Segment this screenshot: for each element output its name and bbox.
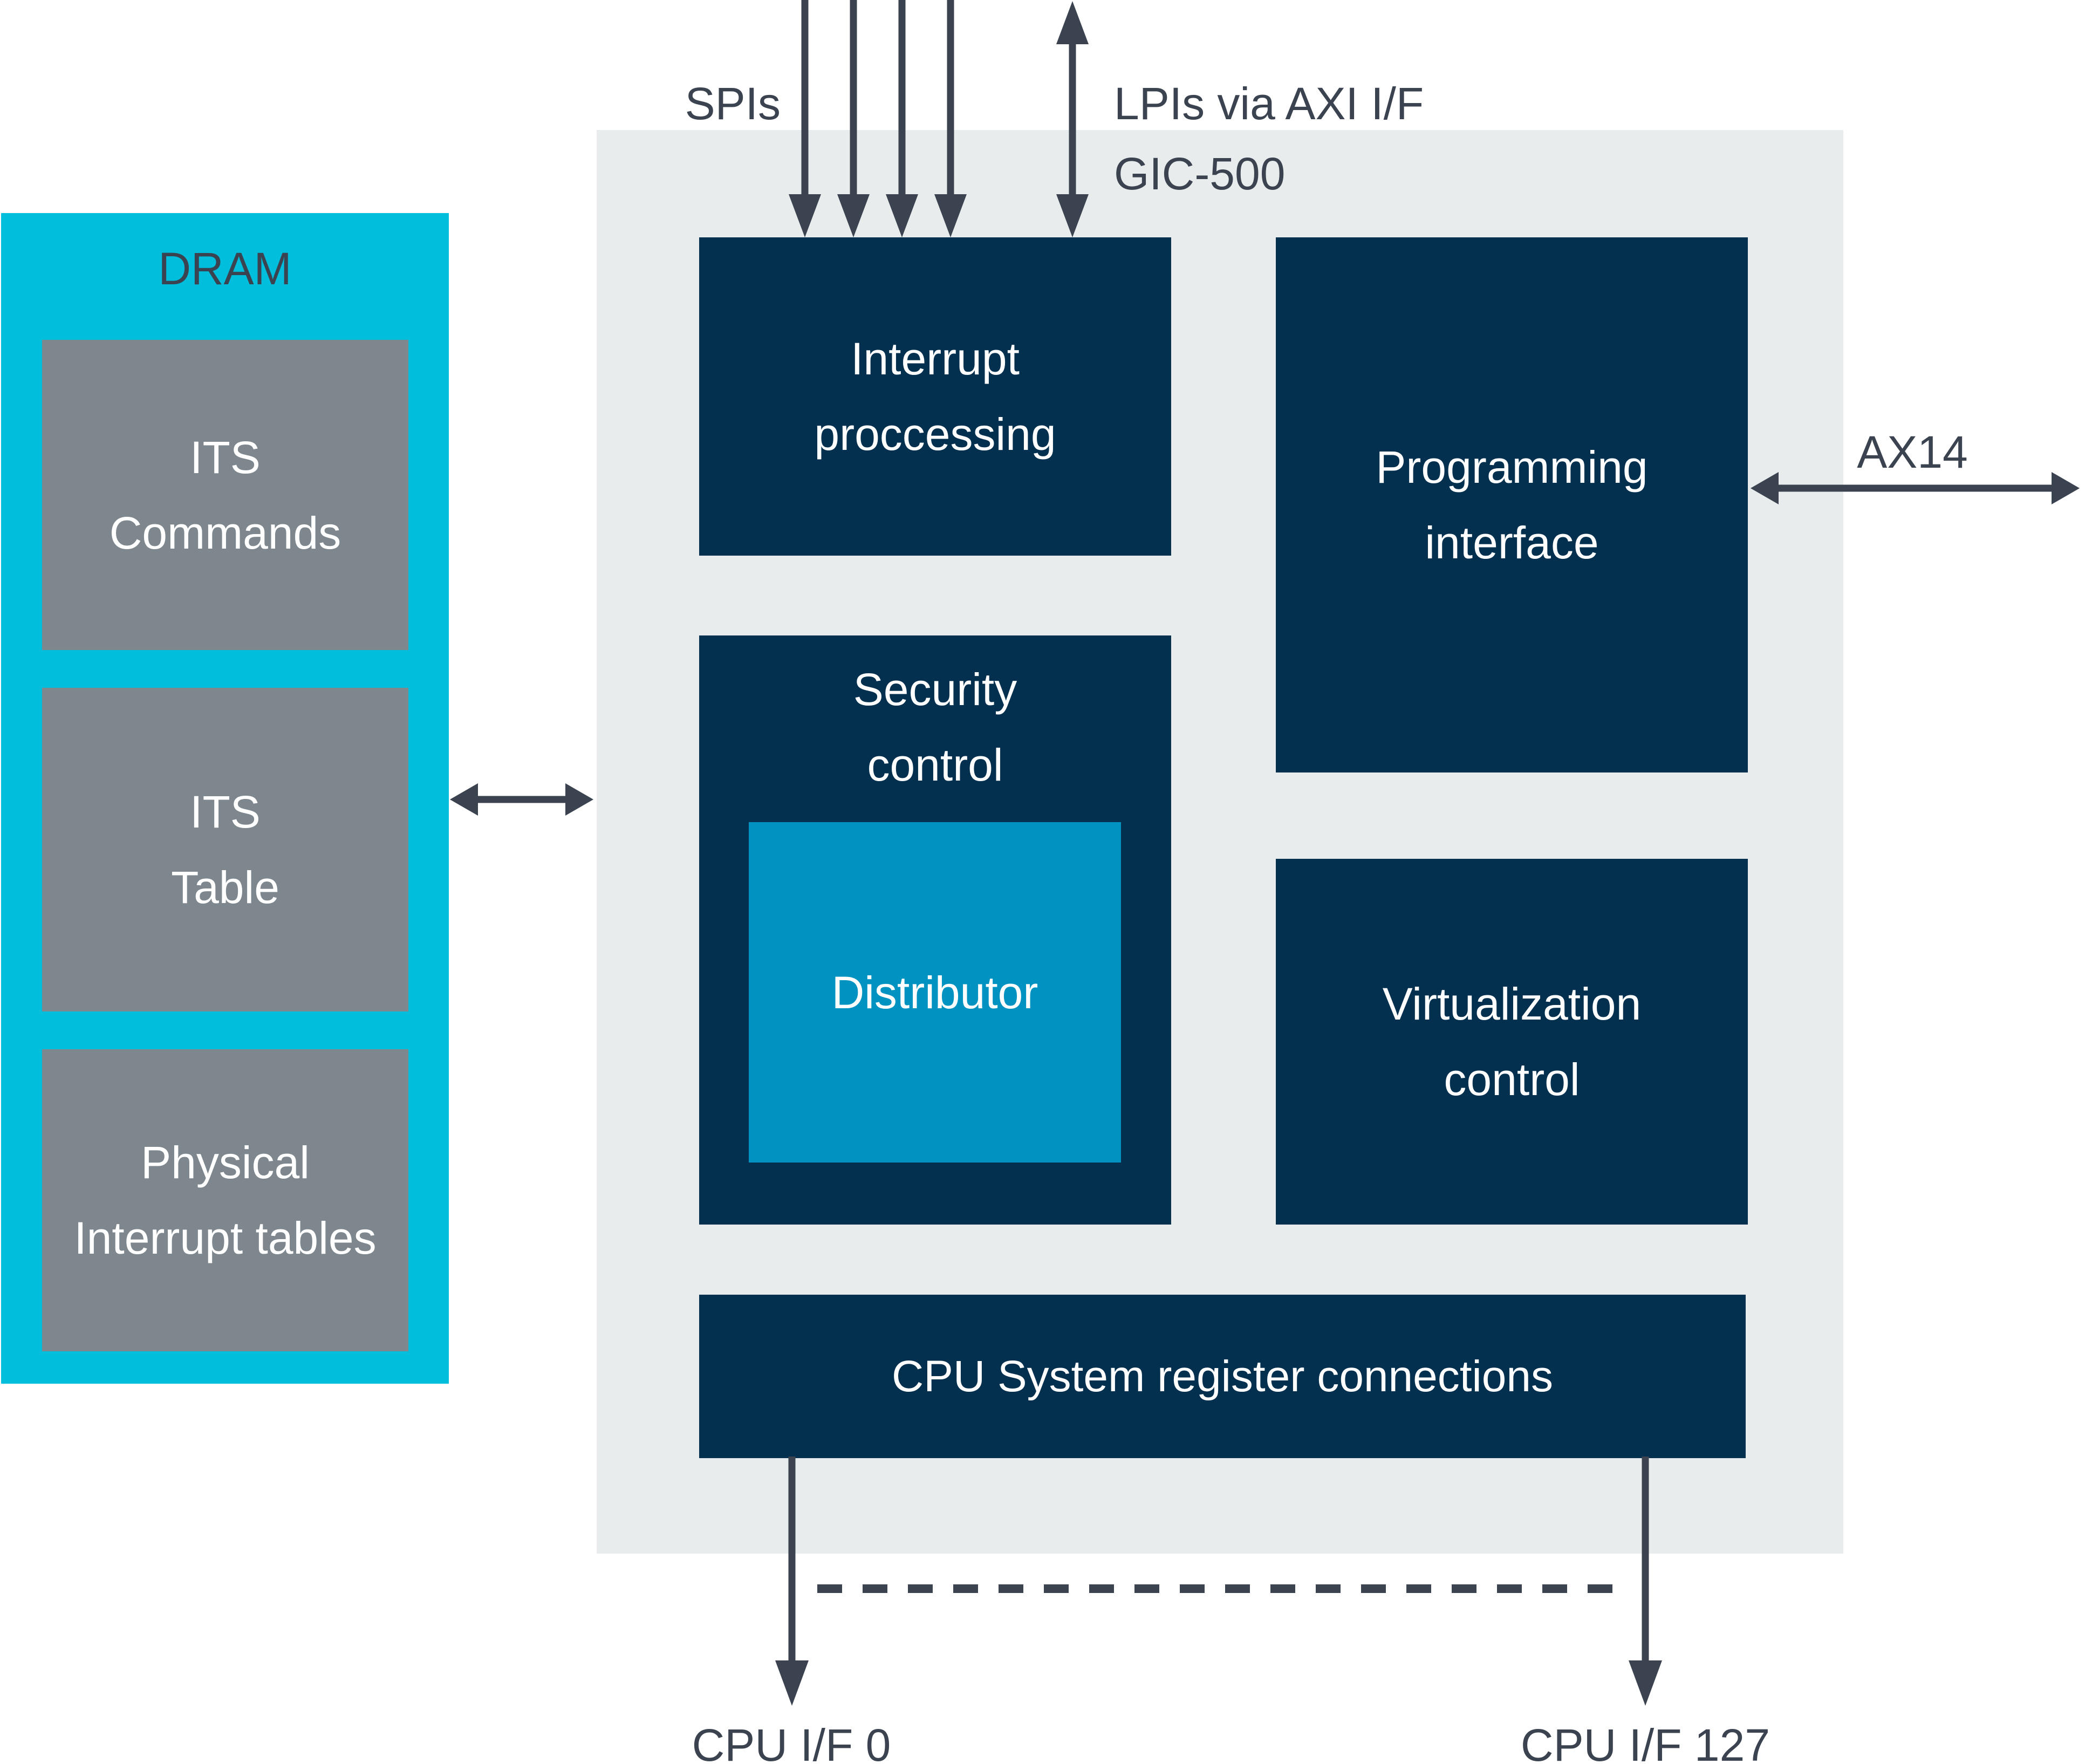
cpu-if-127-annotation: CPU I/F 127 — [1520, 1720, 1770, 1764]
its-commands-block: ITS Commands — [42, 340, 408, 650]
spi-arrow-1 — [789, 0, 821, 237]
arrow-up-icon — [1056, 1, 1089, 44]
arrow-down-icon — [1056, 194, 1089, 237]
arrow-shaft — [898, 0, 906, 200]
dram-title: DRAM — [158, 243, 292, 294]
arrow-shaft — [1642, 1457, 1649, 1665]
arrow-shaft — [1069, 39, 1076, 200]
spi-arrow-2 — [837, 0, 870, 237]
arrow-down-icon — [837, 194, 870, 237]
physical-interrupt-tables-block: Physical Interrupt tables — [42, 1049, 408, 1351]
axi-bidirectional-arrow — [1751, 472, 2080, 504]
virtualization-control-block: Virtualization control — [1276, 859, 1748, 1225]
arrow-shaft — [947, 0, 954, 200]
arrow-down-icon — [1629, 1660, 1662, 1706]
arrow-down-icon — [886, 194, 918, 237]
arrow-left-icon — [1751, 472, 1779, 504]
cpu-if-0-arrow — [775, 1457, 809, 1706]
arrow-down-icon — [775, 1660, 809, 1706]
arrow-left-icon — [450, 783, 478, 816]
arrow-down-icon — [934, 194, 967, 237]
gic-500-title: GIC-500 — [1114, 148, 1286, 199]
spi-arrow-3 — [886, 0, 918, 237]
lpis-via-axi-annotation: LPIs via AXI I/F — [1114, 78, 1424, 129]
dram-gic-bidirectional-arrow — [450, 783, 593, 816]
cpu-if-dashed-connector — [817, 1584, 1618, 1593]
spi-arrow-4 — [934, 0, 967, 237]
arrow-shaft — [801, 0, 809, 200]
spis-annotation: SPIs — [685, 78, 781, 129]
axi-bus-annotation: AX14 — [1857, 427, 1968, 477]
cpu-system-register-connections-block: CPU System register connections — [699, 1295, 1746, 1458]
cpu-if-127-arrow — [1629, 1457, 1662, 1706]
programming-interface-block: Programming interface — [1276, 237, 1748, 772]
arrow-down-icon — [789, 194, 821, 237]
arrow-right-icon — [565, 783, 593, 816]
arrow-shaft — [788, 1457, 796, 1665]
interrupt-processing-block: Interrupt proccessing — [699, 237, 1171, 556]
its-table-block: ITS Table — [42, 688, 408, 1011]
lpi-bidirectional-arrow — [1056, 1, 1089, 237]
cpu-if-0-annotation: CPU I/F 0 — [692, 1720, 891, 1764]
distributor-block: Distributor — [749, 822, 1121, 1163]
arrow-shaft — [1775, 484, 2055, 492]
arrow-shaft — [475, 796, 569, 803]
arrow-shaft — [850, 0, 857, 200]
arrow-right-icon — [2052, 472, 2080, 504]
